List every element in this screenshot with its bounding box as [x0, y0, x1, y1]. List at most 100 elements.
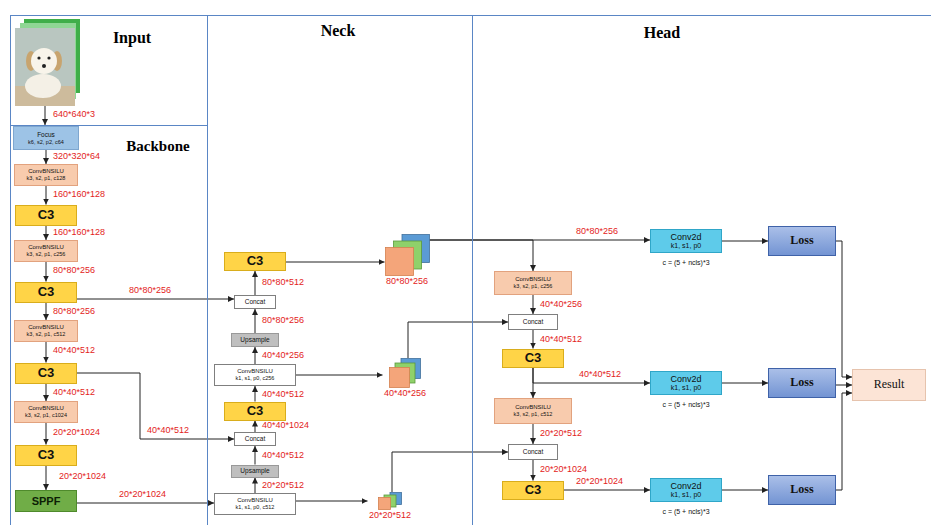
connector	[46, 226, 47, 241]
label-slot: 40*40*512	[261, 390, 305, 400]
tensor-size: 640*640*3	[52, 110, 96, 120]
conv-block: ConvBNSILUk1, s1, p0, c256	[214, 364, 296, 386]
label-slot: 40*40*512	[146, 426, 190, 436]
feature-map: 20*20*512	[368, 492, 413, 521]
c3-block: C3	[15, 282, 77, 303]
tensor-size: 20*20*1024	[52, 428, 101, 438]
backbone-panel: BackboneFocusk6, s2, p2, c64ConvBNSILUk3…	[10, 125, 207, 525]
concat-block: Concat	[234, 432, 276, 446]
dog-eye	[47, 56, 50, 59]
input-panel: Input	[10, 15, 207, 125]
block-params: k3, s2, p1, c512	[27, 331, 66, 337]
connector	[296, 501, 368, 502]
connector	[533, 295, 534, 314]
loss-block: Loss	[768, 226, 836, 256]
block-name: Focus	[37, 131, 55, 138]
block-name: C3	[38, 448, 55, 463]
label-slot: 80*80*512	[261, 278, 305, 288]
label-slot: c = (5 + ncls)*3	[661, 401, 710, 409]
concat-block: Concat	[234, 295, 276, 309]
label-slot: 20*20*1024	[52, 428, 101, 438]
connector	[77, 503, 214, 504]
upsample-block: Upsample	[231, 333, 279, 347]
label-slot: c = (5 + ncls)*3	[661, 508, 710, 516]
label-slot: 40*40*512	[261, 451, 305, 461]
concat-block: Concat	[508, 444, 558, 460]
label-slot: 160*160*128	[52, 190, 106, 200]
tensor-size: 40*40*512	[261, 451, 305, 461]
tensor-size: 80*80*256	[52, 266, 96, 276]
sppf-block: SPPF	[15, 490, 77, 512]
conv2d-block: Conv2dk1, s1, p0	[650, 229, 722, 253]
label-slot: 40*40*512	[539, 335, 583, 345]
conv-block: ConvBNSILUk3, s2, p1, c1024	[14, 401, 78, 423]
dog-eye	[37, 56, 40, 59]
tensor-size: 80*80*256	[261, 316, 305, 326]
c3-block: C3	[224, 252, 286, 271]
block-params: k1, s1, p0	[671, 384, 701, 392]
connector	[255, 446, 256, 465]
block-params: k1, s1, p0, c512	[236, 504, 275, 510]
connector	[722, 241, 768, 242]
label-slot: 80*80*256	[52, 266, 96, 276]
tensor-size: 40*40*512	[146, 426, 190, 436]
label-slot: 20*20*512	[539, 429, 583, 439]
tensor-size: 80*80*512	[261, 278, 305, 288]
block-name: ConvBNSILU	[237, 497, 273, 504]
label-slot: 20*20*1024	[118, 490, 167, 500]
block-name: Loss	[790, 483, 813, 497]
focus-block: Focusk6, s2, p2, c64	[13, 126, 79, 150]
tensor-size: 40*40*512	[52, 388, 96, 398]
conv-block: ConvBNSILUk3, s2, p1, c512	[494, 398, 572, 424]
block-name: C3	[38, 208, 55, 223]
connector	[77, 299, 234, 300]
upsample-block: Upsample	[231, 465, 279, 478]
label-slot: 40*40*512	[52, 388, 96, 398]
connector	[533, 424, 534, 444]
connector	[564, 490, 650, 491]
block-name: Upsample	[240, 336, 269, 343]
connector	[533, 460, 534, 481]
connector	[255, 347, 256, 364]
block-name: Upsample	[240, 467, 269, 474]
tensor-size: 40*40*512	[52, 346, 96, 356]
tensor-size: 20*20*1024	[575, 477, 624, 487]
block-params: k3, s2, p1, c256	[27, 251, 66, 257]
connector	[255, 271, 256, 295]
tensor-size: 40*40*1024	[261, 421, 310, 431]
label-slot: 40*40*1024	[261, 421, 310, 431]
block-name: Result	[874, 378, 905, 392]
block-name: C3	[247, 404, 264, 419]
conv-block: ConvBNSILUk3, s2, p1, c256	[494, 271, 572, 295]
connector	[46, 150, 47, 164]
connector	[46, 466, 47, 491]
block-name: Concat	[245, 435, 266, 442]
feature-map-layer	[390, 368, 410, 388]
label-slot: 80*80*256	[52, 307, 96, 317]
block-params: k3, s2, p1, c1024	[25, 412, 67, 418]
connector	[46, 384, 47, 402]
connector	[836, 241, 852, 377]
channel-formula: c = (5 + ncls)*3	[661, 401, 710, 409]
block-params: k3, s2, p1, c128	[27, 175, 66, 181]
block-name: Conv2d	[670, 374, 701, 384]
block-name: ConvBNSILU	[515, 276, 551, 283]
block-name: ConvBNSILU	[28, 405, 64, 412]
block-params: k1, s1, p0, c256	[236, 375, 275, 381]
loss-block: Loss	[768, 368, 836, 398]
tensor-size: 40*40*512	[539, 335, 583, 345]
block-name: ConvBNSILU	[515, 404, 551, 411]
tensor-size: 20*20*1024	[118, 490, 167, 500]
channel-formula: c = (5 + ncls)*3	[661, 508, 710, 516]
block-name: ConvBNSILU	[28, 324, 64, 331]
connector	[46, 262, 47, 282]
tensor-size: 40*40*512	[261, 390, 305, 400]
label-slot: 640*640*3	[52, 110, 96, 120]
c3-block: C3	[502, 481, 564, 500]
feature-map-icon	[389, 358, 421, 388]
connector	[722, 383, 768, 384]
feature-map: 40*40*256	[383, 358, 428, 399]
